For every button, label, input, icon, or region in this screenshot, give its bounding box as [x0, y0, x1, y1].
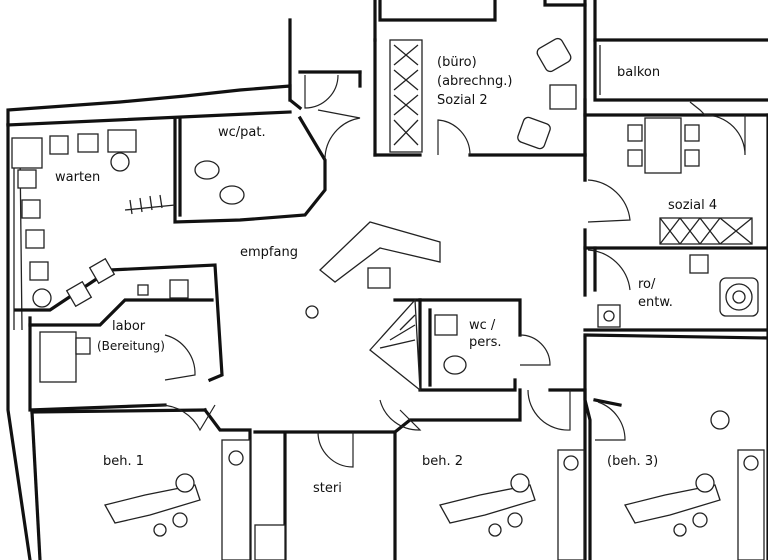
- label-entw: entw.: [638, 295, 673, 310]
- walls: [6, 0, 768, 560]
- label-wc-pers-2: pers.: [469, 335, 502, 350]
- doors: [159, 74, 746, 468]
- label-ro: ro/: [638, 277, 656, 292]
- label-sozial4: sozial 4: [668, 198, 717, 213]
- label-wc-pers-1: wc /: [469, 318, 496, 333]
- label-abrechng: (abrechng.): [437, 74, 512, 89]
- label-sozial2: Sozial 2: [437, 93, 488, 108]
- label-bereitung: (Bereitung): [97, 339, 165, 353]
- label-empfang: empfang: [240, 245, 298, 260]
- furniture: [11, 37, 765, 560]
- label-warten: warten: [55, 170, 100, 185]
- label-wc-pat: wc/pat.: [218, 125, 266, 140]
- label-beh3: (beh. 3): [607, 454, 658, 469]
- label-beh1: beh. 1: [103, 454, 144, 469]
- label-labor: labor: [112, 319, 146, 334]
- room-labels: (büro) (abrechng.) Sozial 2 balkon wc/pa…: [55, 55, 717, 496]
- label-balkon: balkon: [617, 65, 660, 80]
- label-steri: steri: [313, 481, 342, 496]
- label-buero: (büro): [437, 55, 477, 70]
- label-beh2: beh. 2: [422, 454, 463, 469]
